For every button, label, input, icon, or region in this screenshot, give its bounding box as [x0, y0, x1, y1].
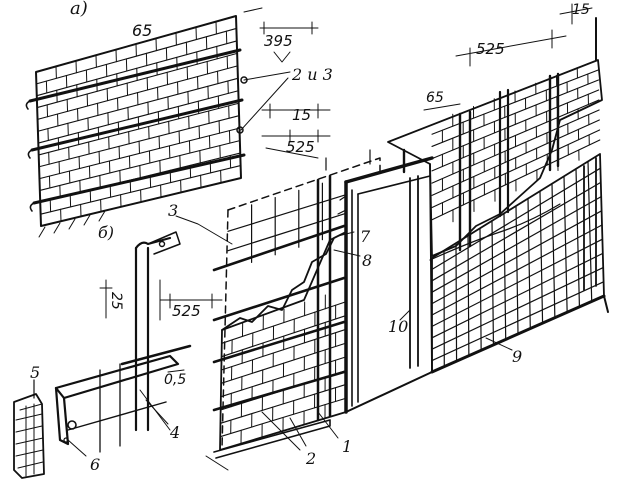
dim-395: 395: [264, 32, 293, 50]
panel-a-dimensions: [243, 7, 331, 159]
callout-3: 3: [168, 201, 178, 220]
main-wall-right-upper: [387, 3, 603, 257]
callout-9: 9: [512, 347, 522, 366]
labels: а) б) 65 395 15 525 15 525 65 525 25 0,5…: [30, 0, 590, 474]
dim-65-top: 65: [132, 21, 152, 40]
dim-525-a: 525: [286, 138, 315, 156]
mesh-rod: [30, 98, 244, 152]
callout-2-and-3: 2 и 3: [291, 65, 333, 84]
main-wall-right-panel: [429, 153, 609, 374]
dim-525-b: 525: [172, 302, 201, 320]
mesh-rod: [28, 48, 242, 103]
dim-15-right: 15: [572, 2, 590, 18]
dim-15-left: 15: [292, 106, 311, 124]
insulation-block-5: [13, 379, 45, 479]
dim-05: 0,5: [164, 372, 186, 388]
callout-10: 10: [388, 317, 408, 336]
mesh-rod: [32, 153, 246, 205]
callout-4: 4: [169, 423, 180, 442]
callout-6: 6: [90, 455, 100, 474]
panel-label-b: б): [98, 223, 114, 242]
dim-525-top-right: 525: [476, 40, 505, 58]
dim-65-mid: 65: [426, 90, 444, 106]
callout-5: 5: [30, 363, 40, 382]
panel-a-brick-wall: [25, 15, 291, 238]
callout-8: 8: [362, 251, 372, 270]
callout-7: 7: [360, 227, 371, 246]
callout-leaders: [67, 215, 513, 457]
panel-b-anchor: [54, 231, 223, 453]
panel-label-a: а): [70, 0, 88, 19]
callout-2: 2: [305, 449, 316, 468]
main-wall-left: [205, 157, 381, 471]
callout-1: 1: [342, 437, 352, 456]
dim-25: 25: [108, 292, 124, 310]
